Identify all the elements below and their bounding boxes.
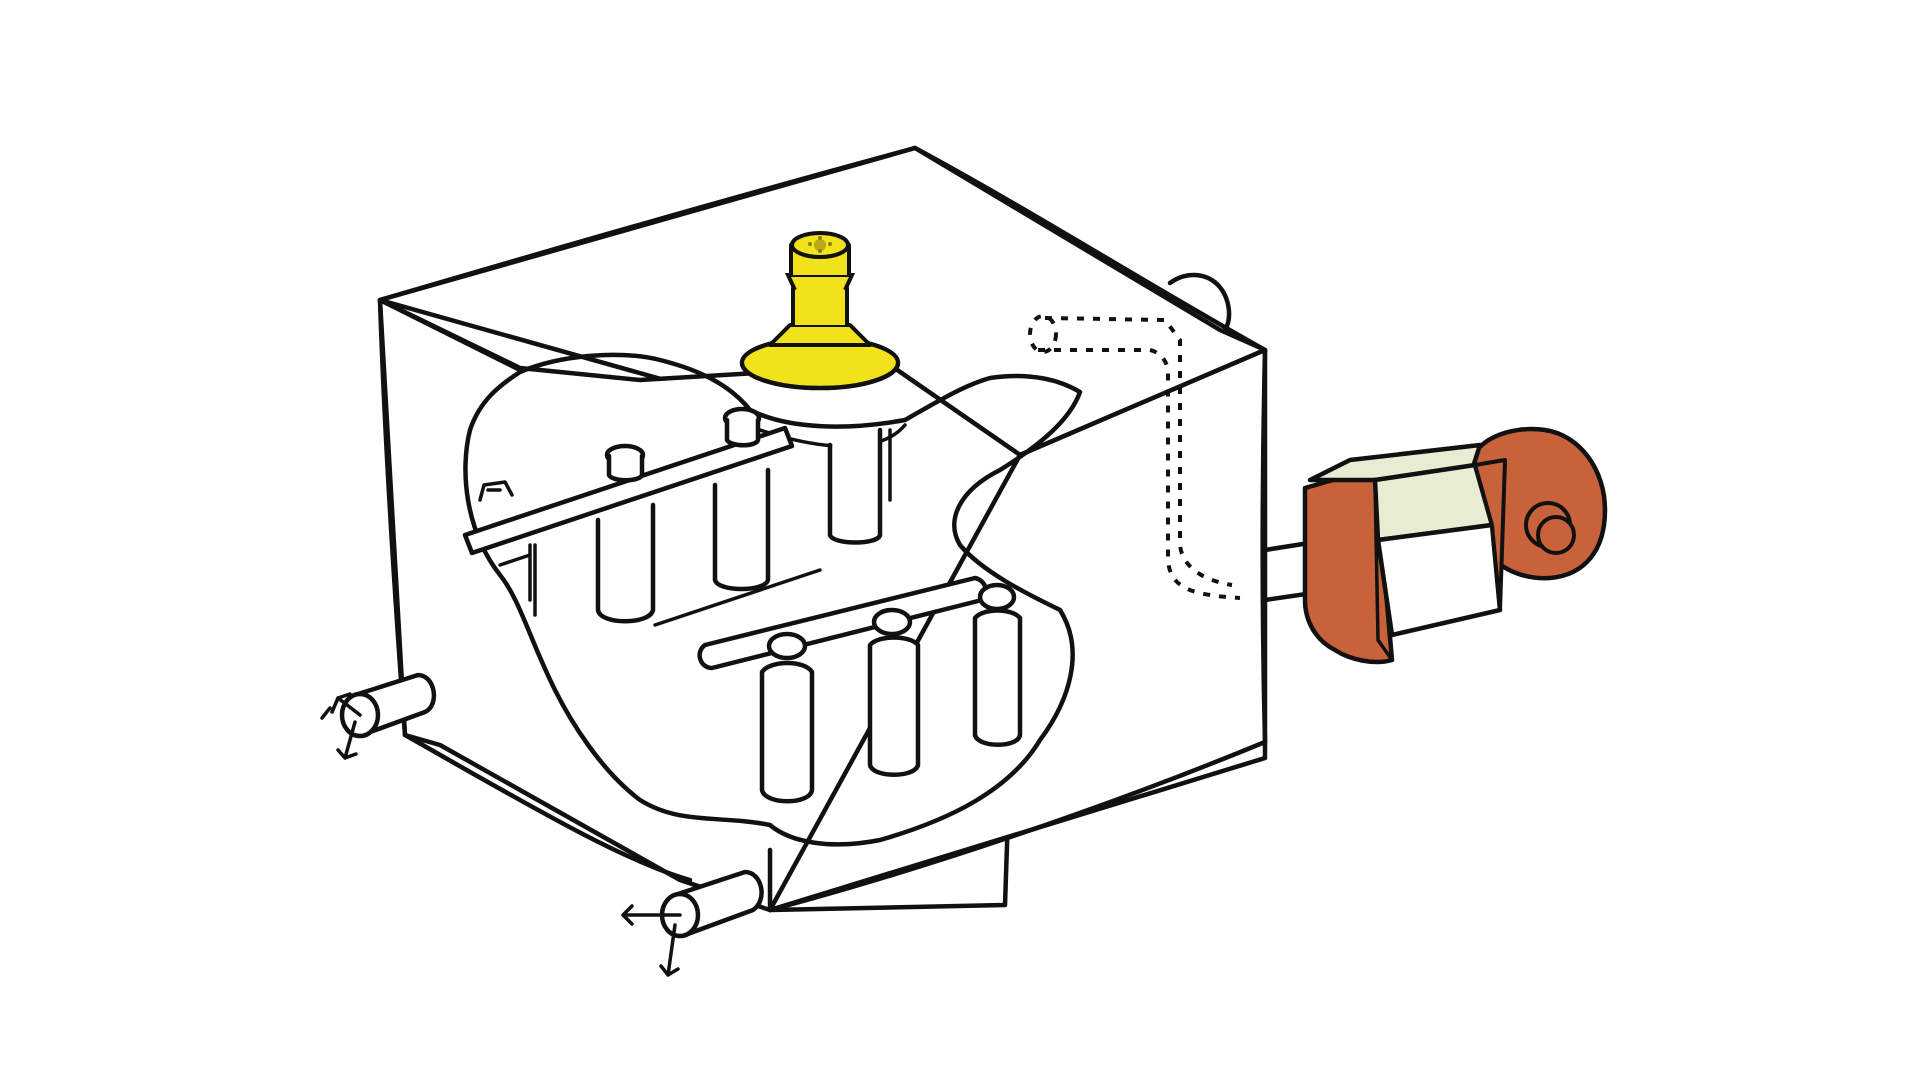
- lower-cylinder-2: [867, 607, 921, 777]
- internal-dashed-pipe: [1028, 314, 1241, 600]
- lower-manifold: [697, 575, 1023, 804]
- small-vent: [478, 480, 514, 502]
- inner-side-wall: [498, 543, 532, 602]
- tank-top-left-edge: [377, 145, 918, 303]
- spray-nozzle: [739, 231, 901, 391]
- upper-cylinder-1: [595, 443, 656, 624]
- upper-cylinder-3: [827, 427, 883, 545]
- tank-bottom-right-edge: [767, 739, 1268, 913]
- tank-bottom-left-edge: [402, 732, 693, 883]
- drain-outlet-right: [621, 869, 764, 977]
- tank-right-vertical-edge: [1260, 347, 1268, 745]
- lower-cylinder-1: [759, 631, 815, 804]
- upper-cylinder-2: [712, 406, 771, 592]
- tank-rear-flange: [1167, 272, 1232, 333]
- tank-top-right-edge: [912, 145, 1268, 353]
- inner-floor-line: [653, 568, 822, 627]
- tank-front-top-edge: [377, 297, 523, 373]
- drain-outlet-left: [320, 672, 437, 760]
- cutaway-outline: [463, 352, 1083, 847]
- drive-motor: [1302, 426, 1608, 665]
- lower-cylinder-3: [972, 582, 1023, 747]
- upper-manifold: [462, 406, 892, 624]
- upper-manifold-pipe: [462, 425, 795, 556]
